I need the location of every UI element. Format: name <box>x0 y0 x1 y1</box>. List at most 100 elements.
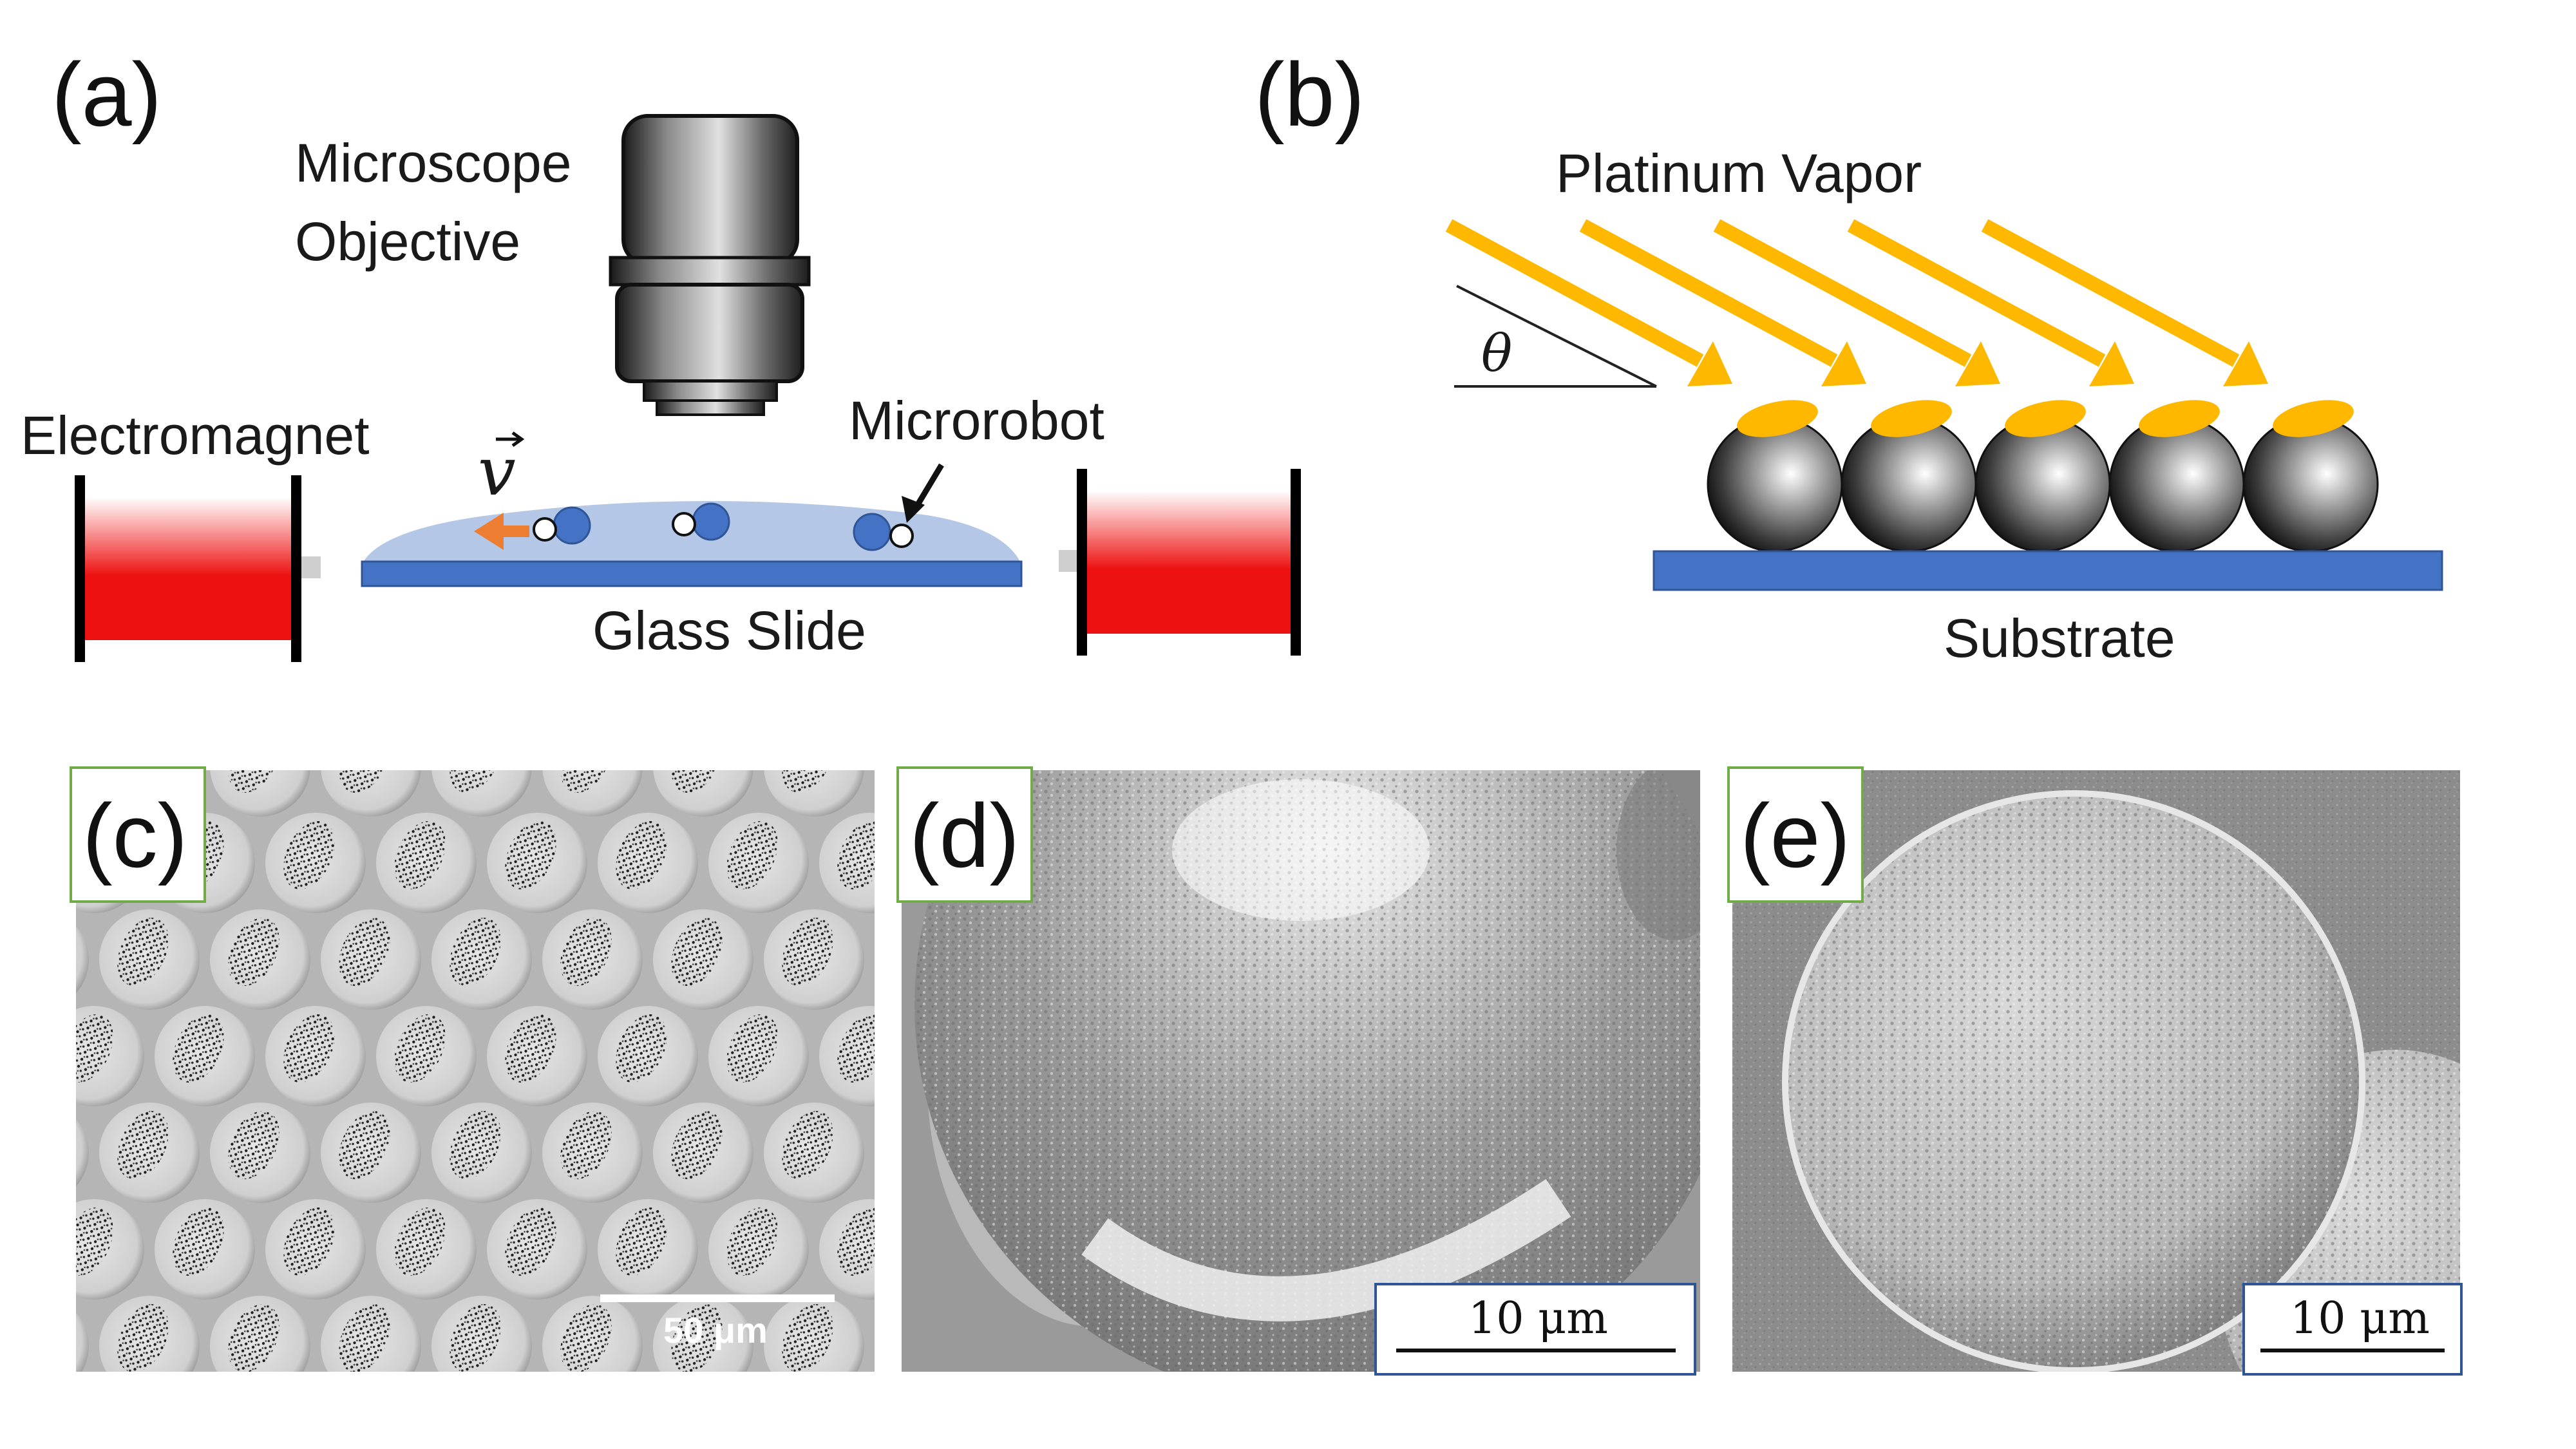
sem-microsphere <box>265 1199 366 1300</box>
panel-b-letter: (b) <box>1255 44 1365 145</box>
janus-sphere <box>1707 400 1843 553</box>
platinum-cap <box>1871 400 1952 437</box>
sem-microsphere <box>708 813 809 913</box>
janus-sphere <box>1975 400 2111 553</box>
sem-microsphere <box>653 909 753 1010</box>
sem-microsphere <box>76 1312 89 1372</box>
sem-microsphere <box>99 1103 200 1203</box>
panel-e-letter: (e) <box>1740 785 1850 886</box>
sem-microsphere <box>155 1006 255 1106</box>
sem-microsphere <box>210 770 310 817</box>
sem-microsphere <box>155 1199 255 1300</box>
panel-d-letter: (d) <box>909 785 1019 886</box>
platinum-cap <box>2139 400 2220 437</box>
panel-c-sem-image: 50 μm (c) <box>70 766 875 1372</box>
microscope-objective <box>609 114 811 416</box>
angle-theta-label: θ <box>1481 323 1512 383</box>
sem-microsphere <box>210 909 310 1010</box>
microrobot-1 <box>533 506 591 545</box>
sem-microsphere <box>653 1296 753 1372</box>
sem-microsphere <box>321 1296 421 1372</box>
panel-a: (a) Microscope Objective Electromagnet <box>21 44 1301 662</box>
glass-slide <box>361 560 1023 587</box>
microrobot-3 <box>853 513 914 551</box>
sem-microsphere <box>819 1006 875 1106</box>
substrate-label: Substrate <box>1944 608 2175 668</box>
vapor-arrow-icon <box>1847 219 2134 386</box>
sem-microsphere <box>598 1199 698 1300</box>
panel-a-letter: (a) <box>52 44 162 145</box>
microrobot-2 <box>672 502 730 541</box>
vapor-arrow-icon <box>1445 219 1732 386</box>
platinum-cap <box>2005 400 2086 437</box>
sem-microsphere <box>431 1296 532 1372</box>
sem-microsphere <box>708 1006 809 1106</box>
vapor-arrow-icon <box>1981 219 2268 386</box>
janus-sphere <box>2242 400 2379 553</box>
sem-microsphere <box>819 1199 875 1300</box>
sem-microsphere <box>708 1199 809 1300</box>
sem-microsphere <box>431 770 532 817</box>
electromagnet-left <box>75 475 321 662</box>
scale-bar-e-box <box>2242 1283 2463 1376</box>
electromagnet-right <box>1059 469 1301 656</box>
sem-microsphere <box>764 909 864 1010</box>
substrate <box>1653 550 2443 591</box>
sem-microsphere <box>487 1006 587 1106</box>
scale-bar-e <box>2260 1349 2445 1352</box>
scale-bar-d-box <box>1374 1283 1696 1376</box>
sem-microsphere <box>376 1006 477 1106</box>
sem-microsphere <box>210 1103 310 1203</box>
vapor-arrows <box>1445 219 2268 386</box>
angle-indicator <box>1454 285 1657 388</box>
platinum-cap <box>2273 400 2354 437</box>
sem-microsphere <box>431 1103 532 1203</box>
panel-e-label-box <box>1727 766 1864 903</box>
microsphere-array <box>76 770 875 1372</box>
sem-microsphere <box>265 813 366 913</box>
janus-sphere <box>1841 400 1977 553</box>
panel-c-label-box <box>70 766 206 903</box>
sem-microsphere <box>542 770 643 817</box>
sem-microsphere <box>542 909 643 1010</box>
sem-microsphere <box>764 1296 864 1372</box>
glass-slide-label: Glass Slide <box>592 600 866 661</box>
janus-sphere <box>2108 400 2245 553</box>
panel-d-sem-image: 10 μm (d) <box>896 766 1700 1376</box>
sem-microsphere <box>487 1199 587 1300</box>
vapor-arrow-icon <box>1579 219 1866 386</box>
sem-microsphere <box>99 909 200 1010</box>
sem-microsphere <box>542 1296 643 1372</box>
panel-d-label-box <box>896 766 1033 903</box>
sem-microsphere <box>653 1103 753 1203</box>
velocity-symbol: v <box>478 432 516 511</box>
scale-bar-d <box>1396 1349 1676 1352</box>
objective-label-line2: Objective <box>295 211 520 272</box>
pointer-arrow-icon <box>902 463 944 523</box>
sem-microsphere <box>598 1006 698 1106</box>
panel-e-sem-image: 10 μm (e) <box>1727 766 2463 1376</box>
sem-microsphere <box>819 813 875 913</box>
sem-microsphere <box>321 909 421 1010</box>
panel-c-letter: (c) <box>82 785 187 886</box>
scale-bar-d-text: 10 μm <box>1468 1293 1608 1344</box>
sem-microsphere <box>210 1296 310 1372</box>
sem-microsphere <box>76 1199 144 1300</box>
sphere-row <box>1707 400 2379 553</box>
sem-microsphere <box>487 813 587 913</box>
platinum-cap <box>1737 400 1818 437</box>
sem-microsphere <box>76 925 89 994</box>
scale-bar-c <box>600 1294 835 1302</box>
sem-microsphere <box>321 1103 421 1203</box>
objective-label-line1: Microscope <box>295 133 571 193</box>
sem-microsphere <box>376 1199 477 1300</box>
sem-microsphere <box>653 770 753 817</box>
sem-microsphere <box>76 1119 89 1187</box>
vector-arrow-icon <box>496 431 525 448</box>
sem-microsphere <box>99 1296 200 1372</box>
sem-microsphere <box>431 909 532 1010</box>
scale-bar-c-text: 50 μm <box>663 1310 768 1350</box>
sem-microsphere <box>265 1006 366 1106</box>
sem-microsphere <box>542 1103 643 1203</box>
sem-microsphere <box>764 1103 864 1203</box>
